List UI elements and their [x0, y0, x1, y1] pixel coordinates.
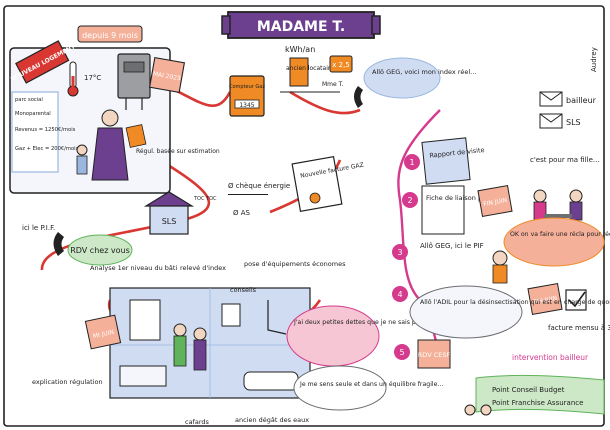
new-gas-bill: Nouvelle facture GAZ — [291, 156, 364, 212]
window-icon — [129, 299, 161, 341]
cesf-figures — [464, 404, 492, 416]
releve-label: relevé d'index — [180, 264, 226, 272]
step-1-badge — [404, 154, 420, 170]
invoice-icon — [125, 124, 147, 148]
intervention-bailleur: intervention bailleur — [512, 353, 589, 362]
gas-meter-section: Compteur Gaz 1345 kWh/an ancien locatair… — [229, 45, 353, 117]
rdv-bubble: RDV chez vous — [67, 234, 133, 266]
signature: Audrey — [590, 47, 598, 72]
calendar-may-2023: MAI 2023 — [148, 56, 186, 94]
calendar-fin-juin-1: FIN JUIN — [477, 185, 513, 217]
degat-label: ancien dégât des eaux — [235, 416, 309, 424]
profile-line-4: Gaz + Elec = 200€/mois — [15, 146, 79, 152]
regul-note: Régul. basée sur estimation — [136, 148, 220, 155]
path-line-mid — [289, 90, 361, 115]
svg-text:FIN JUIN: FIN JUIN — [533, 295, 558, 306]
shower-icon — [267, 300, 287, 335]
step-5-badge — [394, 344, 410, 360]
visit-scene — [109, 287, 311, 399]
svg-text:4: 4 — [397, 290, 402, 299]
step-4-badge — [392, 286, 408, 302]
conseils-label: conseils — [230, 286, 257, 294]
page-title: MADAME T. — [257, 19, 345, 35]
facture-mensu: facture mensu à 35€/mois — [548, 324, 610, 332]
top-left-panel: NOUVEAU LOGEMENT depuis 9 mois 17°C MAI … — [9, 25, 220, 194]
svg-text:Allô l'ADIL pour la désinsecti: Allô l'ADIL pour la désinsectisation qui… — [420, 298, 610, 306]
allo-geg-pif: Allô GEG, ici le PIF — [420, 242, 484, 250]
analyse-label: Analyse 1er niveau du bâti — [90, 264, 177, 272]
svg-text:SLS: SLS — [566, 118, 581, 127]
profile-box — [11, 91, 59, 173]
bubble-alone: Je me sens seule et dans un équilibre fr… — [293, 365, 443, 411]
toc-toc: TOC TOC — [193, 196, 217, 202]
meeting-scene — [533, 189, 583, 221]
phone-icon — [354, 86, 363, 108]
svg-text:5: 5 — [399, 348, 404, 357]
point-franchise-assurance: Point Franchise Assurance — [492, 399, 583, 407]
adil-bubble: Allô l'ADIL pour la désinsectisation qui… — [409, 285, 610, 339]
svg-text:Compteur Gaz: Compteur Gaz — [229, 84, 265, 90]
temperature: 17°C — [84, 74, 101, 82]
pour-ma-fille: c'est pour ma fille... — [530, 156, 600, 164]
svg-text:MAI 2023: MAI 2023 — [152, 71, 181, 83]
calendar-rdv-cesf: RDV CESF — [417, 339, 451, 369]
sls-building: SLS — [143, 191, 195, 235]
budget-points: Point Conseil Budget Point Franchise Ass… — [475, 374, 605, 415]
frame-border — [3, 5, 605, 427]
svg-text:OK on va faire une récla pour: OK on va faire une récla pour réévaluer … — [510, 230, 610, 238]
svg-text:Je me sens seule et dans un éq: Je me sens seule et dans un équilibre fr… — [299, 380, 443, 388]
svg-text:Allô GEG, voici mon index réel: Allô GEG, voici mon index réel... — [372, 68, 476, 76]
svg-text:RDV chez vous: RDV chez vous — [70, 246, 130, 255]
radiator-icon — [119, 365, 167, 387]
title-banner: MADAME T. — [221, 11, 381, 39]
since-label: depuis 9 mois — [82, 31, 138, 40]
svg-text:2: 2 — [407, 196, 412, 205]
ok-recla-bubble: OK on va faire une récla pour réévaluer … — [503, 217, 610, 267]
svg-text:Fiche de liaison pour SLS: Fiche de liaison pour SLS — [426, 194, 507, 202]
mail-sls: SLS — [539, 113, 581, 129]
svg-text:SLS: SLS — [162, 217, 177, 226]
cheque-energie: Ø chèque énergie — [228, 182, 290, 190]
svg-text:3: 3 — [397, 248, 402, 257]
svg-text:x 2,5: x 2,5 — [332, 61, 350, 69]
svg-text:kWh/an: kWh/an — [285, 45, 315, 54]
geg-agent — [492, 250, 508, 284]
as-label: Ø AS — [233, 209, 251, 217]
calendar-fin-juin-2: FIN JUIN — [527, 283, 563, 315]
explication-label: explication régulation — [32, 378, 103, 386]
thermometer-icon — [67, 61, 79, 97]
profile-line-3: Revenus = 1250€/mois — [15, 127, 76, 133]
profile-line-2: Monoparental — [15, 111, 51, 117]
svg-text:Mme T.: Mme T. — [322, 81, 344, 88]
pose-label: pose d'équipements économes — [244, 260, 346, 268]
gas-meter — [229, 75, 265, 117]
svg-text:ancien locataire: ancien locataire — [286, 65, 334, 72]
step-3-badge — [392, 244, 408, 260]
cafards-label: cafards — [185, 418, 210, 426]
bubble-debts: J'ai deux petites dettes que je ne sais … — [286, 305, 480, 367]
step-2-badge — [402, 192, 418, 208]
svg-text:bailleur: bailleur — [566, 96, 597, 105]
mail-bailleur: bailleur — [539, 91, 597, 107]
svg-text:J'ai deux petites dettes que j: J'ai deux petites dettes que je ne sais … — [293, 318, 480, 326]
svg-text:MI JUIN: MI JUIN — [92, 329, 114, 340]
svg-text:1345: 1345 — [239, 102, 254, 109]
check-icon — [565, 289, 587, 311]
point-conseil-budget: Point Conseil Budget — [492, 386, 565, 394]
mother-figure — [76, 109, 129, 181]
pif-label: ici le P.I.F. — [22, 224, 55, 232]
phone-icon-pif — [53, 232, 64, 256]
svg-text:1: 1 — [409, 158, 414, 167]
profile-line-1: parc social — [15, 97, 43, 103]
svg-text:RDV CESF: RDV CESF — [418, 351, 451, 359]
calendar-mi-juin: MI JUIN — [84, 314, 122, 350]
boiler-icon — [117, 53, 151, 110]
fiche-liaison: Fiche de liaison pour SLS — [421, 185, 507, 235]
call-geg-bubble: Allô GEG, voici mon index réel... — [354, 57, 476, 108]
rapport-visite: Rapport de visite — [421, 137, 485, 185]
svg-text:FIN JUIN: FIN JUIN — [483, 197, 508, 208]
